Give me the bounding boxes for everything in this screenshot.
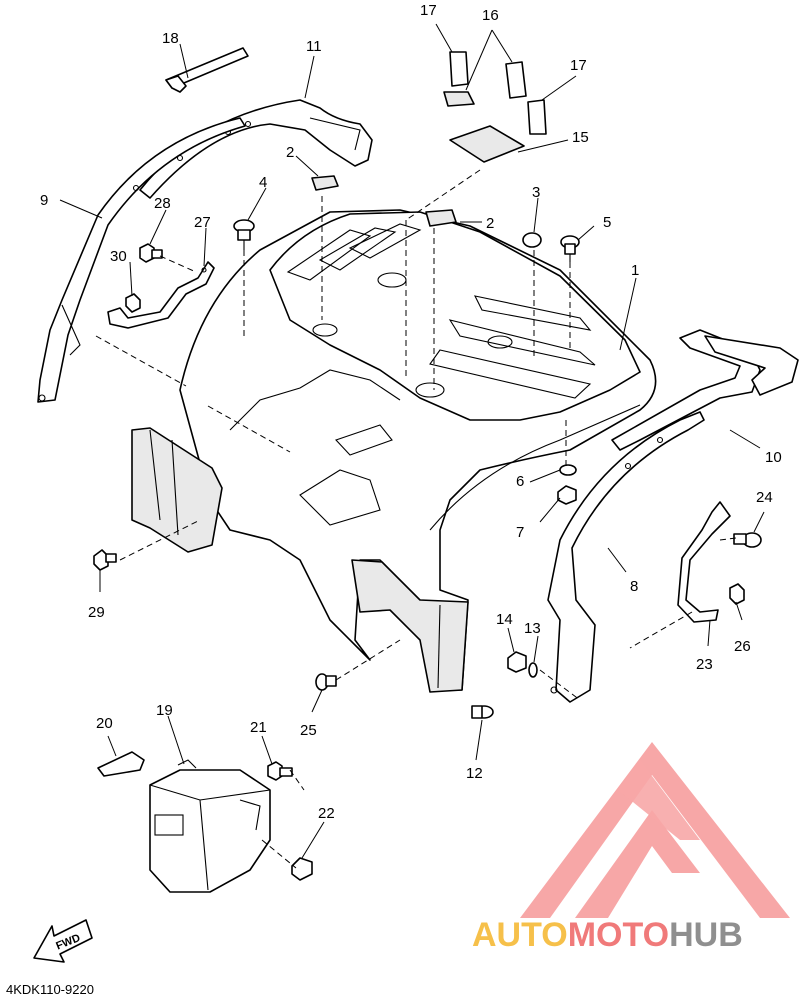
part-28-bolt: [139, 243, 163, 263]
callout-11: 11: [306, 38, 322, 55]
callout-5: 5: [603, 214, 611, 231]
callout-26: 26: [734, 638, 751, 655]
callout-7: 7: [516, 524, 524, 541]
part-20-clip: [97, 751, 145, 777]
part-1-rear-fender: [131, 209, 657, 693]
part-2-grommet-b: [425, 209, 457, 227]
part-2-grommet-a: [311, 175, 339, 191]
callout-29: 29: [88, 604, 105, 621]
part-16-decal-a: [443, 91, 475, 107]
part-19-cover-box: [149, 759, 271, 893]
callout-17b: 17: [570, 57, 587, 74]
callout-18: 18: [162, 30, 179, 47]
part-18-strap: [165, 47, 249, 93]
decals: [443, 51, 547, 163]
part-17-decal-b: [527, 99, 547, 135]
callout-21: 21: [250, 719, 267, 736]
callout-23: 23: [696, 656, 713, 673]
part-23-bracket-right: [677, 501, 731, 623]
part-16-decal-b: [505, 61, 527, 99]
callout-1: 1: [631, 262, 639, 279]
part-24-bolt: [733, 532, 762, 548]
callout-27: 27: [194, 214, 211, 231]
part-25-bolt: [315, 673, 337, 691]
watermark-text-moto: MOTO: [568, 916, 669, 954]
callout-12: 12: [466, 765, 483, 782]
part-27-bracket-left: [107, 261, 215, 329]
callout-30: 30: [110, 248, 127, 265]
part-10-fender-flap-right: [611, 329, 799, 451]
part-30-nut: [125, 293, 141, 313]
part-21-bolt: [267, 761, 293, 781]
watermark-text-auto: AUTO: [472, 916, 568, 954]
callout-3: 3: [532, 184, 540, 201]
callout-labels: 1 2 2 3 4 5 6 7 8 9 10 11 12 13 14 15 16…: [40, 2, 782, 822]
callout-8: 8: [630, 578, 638, 595]
callout-24: 24: [756, 489, 773, 506]
fasteners: [93, 175, 762, 881]
diagram-code: 4KDK110-9220: [6, 982, 94, 997]
part-4-bolt: [233, 219, 255, 250]
callout-2a: 2: [286, 144, 294, 161]
callout-28: 28: [154, 195, 171, 212]
leader-lines: [59, 23, 765, 869]
part-3-cap: [522, 232, 542, 248]
watermark-text-hub: HUB: [669, 916, 743, 954]
callout-13: 13: [524, 620, 541, 637]
part-12-bolt: [471, 705, 494, 719]
callout-25: 25: [300, 722, 317, 739]
part-15-decal: [449, 125, 525, 163]
callout-20: 20: [96, 715, 113, 732]
callout-4: 4: [259, 174, 267, 191]
callout-9: 9: [40, 192, 48, 209]
part-17-decal-a: [449, 51, 469, 87]
callout-15: 15: [572, 129, 589, 146]
part-26-nut: [729, 583, 745, 605]
part-29-bolt: [93, 549, 117, 571]
callout-6: 6: [516, 473, 524, 490]
part-7-nut: [557, 485, 577, 505]
part-9-fender-strip-left: [37, 117, 246, 403]
callout-10: 10: [765, 449, 782, 466]
svg-text:AUTOMOTOHUB: AUTOMOTOHUB: [472, 916, 743, 954]
callout-17a: 17: [420, 2, 437, 19]
watermark-logo: [520, 742, 790, 918]
fwd-arrow: FWD: [33, 919, 93, 963]
callout-19: 19: [156, 702, 173, 719]
callout-2b: 2: [486, 215, 494, 232]
part-5-bolt: [560, 235, 580, 262]
callout-16: 16: [482, 7, 499, 24]
part-22-nut: [291, 857, 313, 881]
part-14-nut: [507, 651, 527, 673]
part-13-washer: [528, 662, 538, 678]
part-6-washer: [559, 464, 577, 476]
part-8-fender-strip-right: [547, 411, 705, 703]
callout-14: 14: [496, 611, 513, 628]
callout-22: 22: [318, 805, 335, 822]
